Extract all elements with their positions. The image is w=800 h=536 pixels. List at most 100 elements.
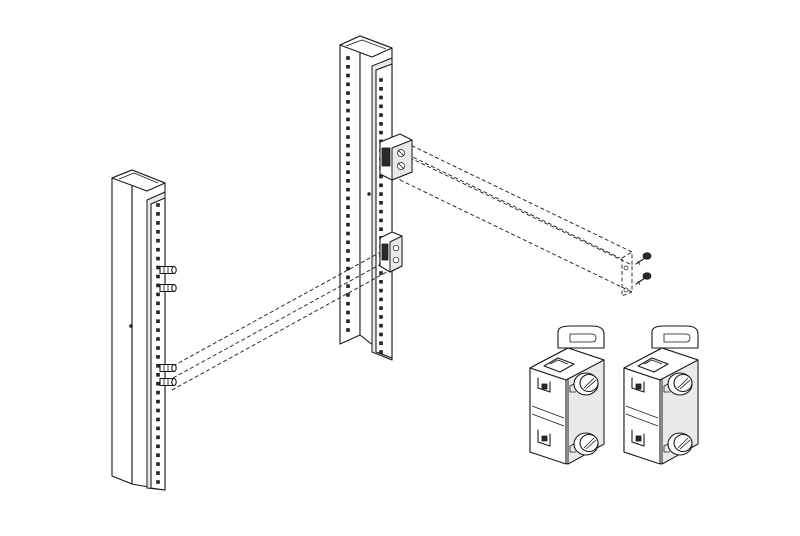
rail-hole — [346, 117, 350, 122]
screw-upper — [635, 252, 652, 266]
rail-hole — [346, 214, 350, 218]
upper-rail-bracket — [379, 133, 413, 181]
lower-rail-bracket — [379, 231, 403, 273]
rail-hole — [346, 65, 350, 69]
rail-hole — [156, 372, 160, 377]
rail-hole — [156, 408, 160, 413]
rail-hole — [156, 265, 160, 270]
rail-hole — [379, 183, 383, 188]
rail-hole — [346, 56, 350, 60]
rail-hole — [346, 91, 350, 95]
rail-hole — [379, 78, 383, 82]
mounting-pin — [159, 283, 177, 293]
rail-hole — [346, 108, 350, 113]
rail-hole — [379, 332, 383, 337]
rail-hole — [346, 143, 350, 148]
rail-hole — [156, 292, 160, 297]
rail-hole — [346, 196, 350, 201]
rail-hole — [346, 231, 350, 236]
rail-hole — [346, 310, 350, 315]
rail-hole — [156, 203, 160, 207]
rail-hole — [156, 390, 160, 395]
rail-hole — [379, 288, 383, 293]
rail-hole — [379, 95, 383, 100]
rail-hole — [346, 205, 350, 210]
rail-hole — [156, 417, 160, 422]
rail-hole — [346, 135, 350, 139]
rail-hole — [346, 187, 350, 192]
front-mounting-pins — [159, 265, 177, 387]
rail-hole — [379, 227, 383, 232]
rail-hole — [379, 113, 383, 117]
rail-hole — [346, 328, 350, 332]
rail-hole — [156, 426, 160, 431]
rail-hole — [156, 212, 160, 216]
rail-hole — [346, 275, 350, 280]
rail-hole — [156, 453, 160, 457]
rail-hole — [346, 293, 350, 297]
rail-hole — [346, 222, 350, 227]
rail-hole — [379, 271, 383, 275]
rail-hole — [379, 104, 383, 109]
rail-hole — [156, 229, 160, 234]
rail-hole — [379, 122, 383, 126]
rail-hole — [156, 346, 160, 350]
mounting-pin — [159, 363, 177, 373]
rail-hole — [379, 279, 383, 284]
rail-hole — [156, 355, 160, 359]
rail-hole — [346, 82, 350, 87]
left-rack-rail — [111, 169, 166, 491]
rail-hole — [379, 130, 383, 135]
rail-hole — [379, 315, 383, 319]
rail-hole — [379, 209, 383, 214]
rail-hole — [156, 247, 160, 252]
rail-hole — [156, 274, 160, 279]
rail-hole — [346, 73, 350, 78]
rail-hole — [346, 161, 350, 166]
rail-hole — [156, 328, 160, 332]
rail-hole — [346, 170, 350, 174]
rail-hole — [346, 178, 350, 183]
rear-screws — [623, 252, 652, 293]
screw-lower — [635, 272, 652, 286]
rail-hole — [379, 323, 383, 328]
rail-hole — [156, 310, 160, 314]
rail-hole — [346, 284, 350, 288]
rail-hole — [346, 249, 350, 253]
rail-hole — [346, 152, 350, 157]
right-rack-rail — [339, 35, 393, 361]
rail-hole — [156, 444, 160, 449]
rail-hole — [379, 350, 383, 354]
detail-bracket-left — [529, 325, 605, 465]
detail-bracket-right — [623, 325, 699, 465]
rail-hole — [156, 471, 160, 475]
rail-hole — [156, 435, 160, 440]
mounting-pin — [159, 265, 177, 275]
rail-hole — [156, 363, 160, 368]
rail-hole — [156, 319, 160, 323]
rail-hole — [156, 480, 160, 484]
rail-hole — [346, 319, 350, 323]
rail-hole — [379, 218, 383, 223]
rail-hole — [379, 200, 383, 205]
rail-hole — [156, 337, 160, 341]
rail-hole — [156, 238, 160, 243]
right-rail-holes-front — [346, 56, 350, 332]
rail-hole — [156, 221, 160, 225]
rail-hole — [156, 462, 160, 466]
rail-hole — [379, 192, 383, 196]
rail-hole — [379, 87, 383, 91]
mounting-pin — [159, 377, 177, 387]
rail-hole — [346, 266, 350, 271]
rail-hole — [346, 301, 350, 306]
rail-hole — [346, 100, 350, 104]
rail-hole — [156, 256, 160, 261]
rail-hole — [156, 301, 160, 306]
rail-hole — [379, 306, 383, 310]
rail-hole — [156, 283, 160, 288]
rail-hole — [156, 399, 160, 404]
rail-hole — [379, 341, 383, 345]
rail-hole — [346, 240, 350, 245]
rail-hole — [379, 297, 383, 302]
